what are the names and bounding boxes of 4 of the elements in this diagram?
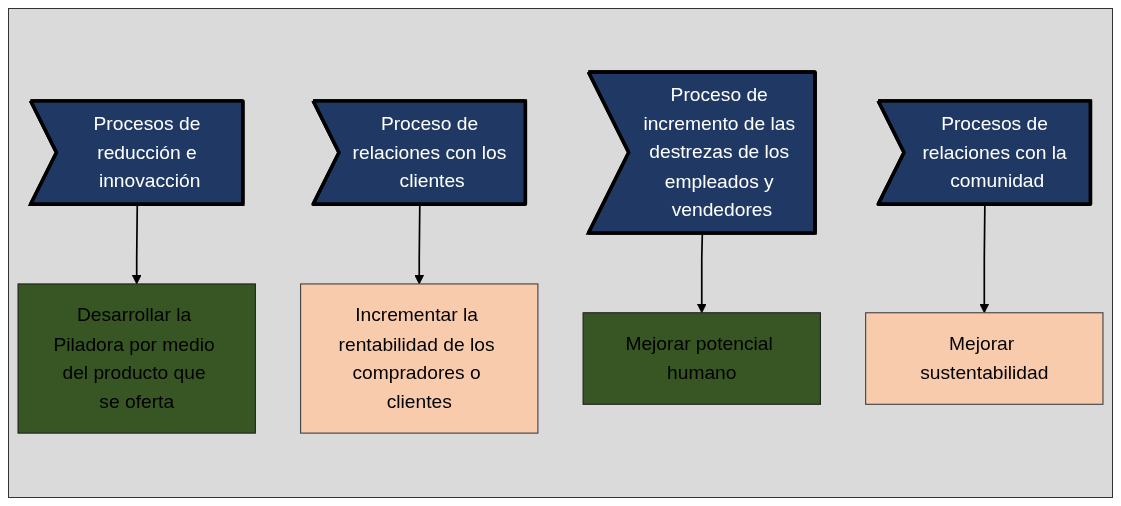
node-box: Mejorar potencial humano	[582, 312, 821, 406]
node-box: Desarrollar la Piladora por medio del producto que se oferta	[17, 283, 256, 435]
node-box: Incrementar la rentabilidad de los compradores o clientes	[300, 283, 539, 435]
node-box: Mejorar sustentabilidad	[865, 312, 1104, 406]
